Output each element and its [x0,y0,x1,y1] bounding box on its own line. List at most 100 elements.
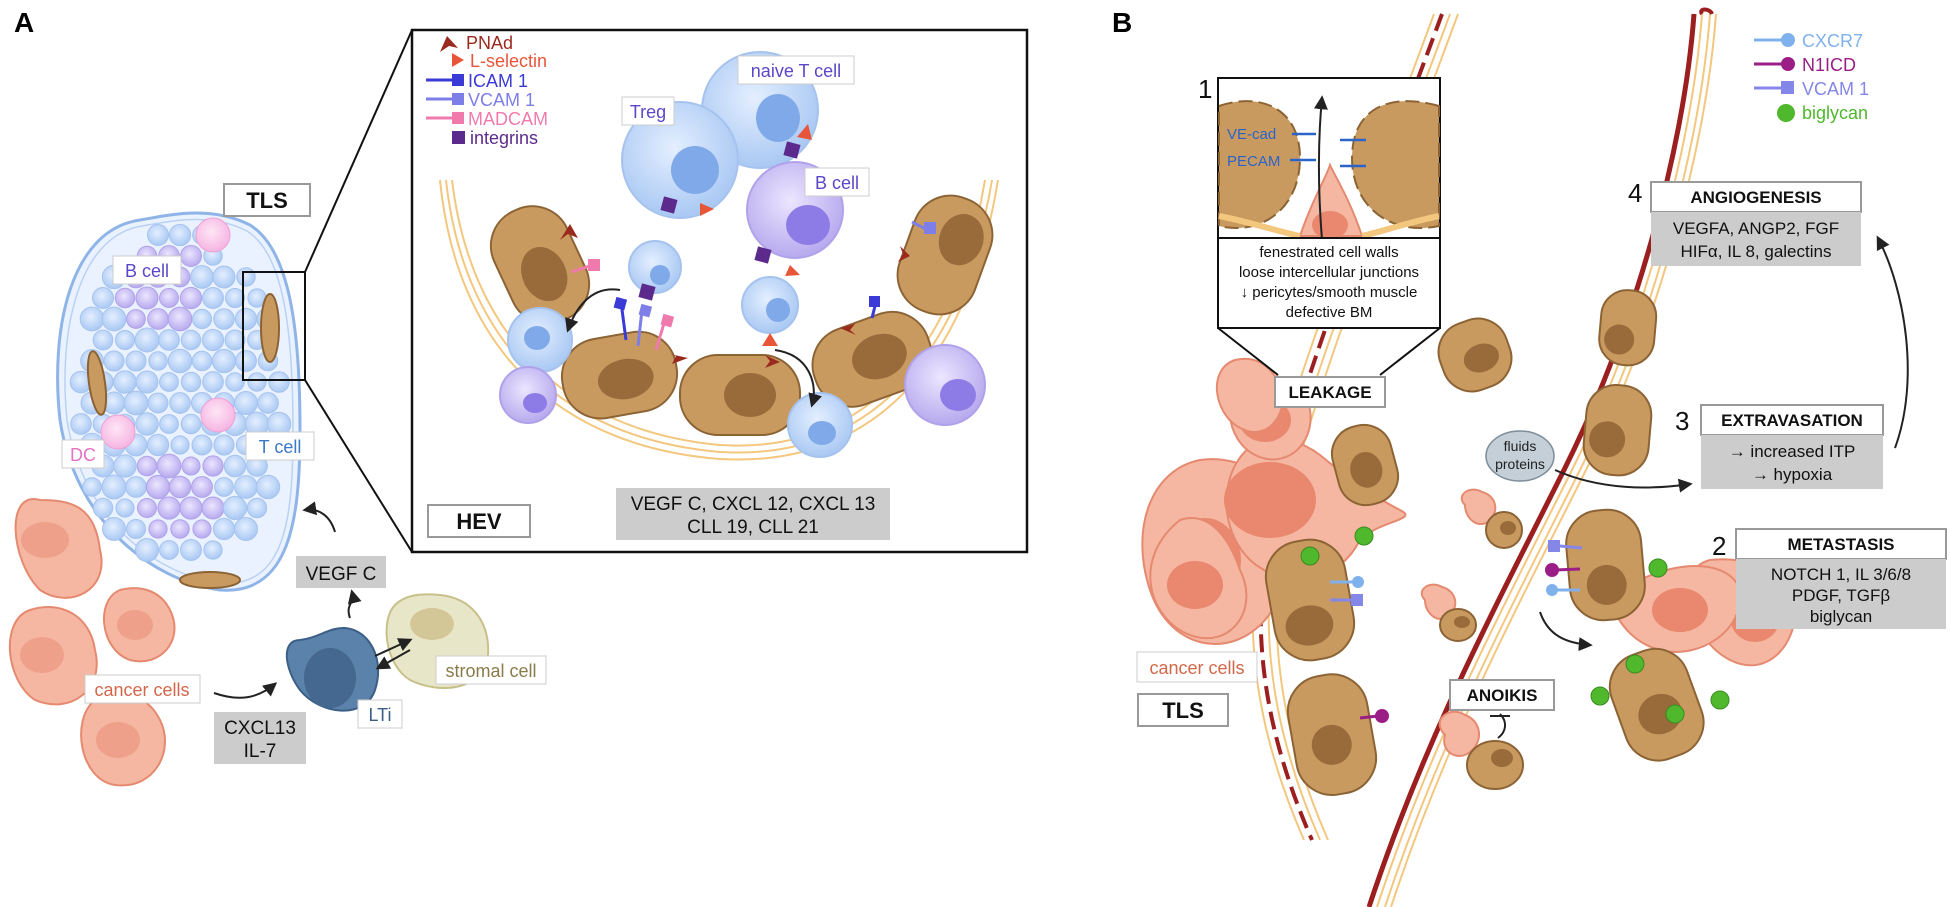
dc-label: DC [70,445,96,465]
step2-number: 2 [1712,531,1726,561]
step3-number: 3 [1675,406,1689,436]
tls-label-box-b [1137,693,1229,727]
tls-label-box [223,183,311,217]
t-cell [234,475,258,499]
b-cell [136,455,158,477]
leak-line: fenestrated cell walls [1259,244,1398,261]
legend-a-icam1: ICAM 1 [468,71,528,91]
leak-line: ↓ pericytes/smooth muscle [1241,284,1418,301]
t-cell [191,350,213,372]
t-cell [180,371,202,393]
t-cell [159,414,179,434]
t-cell [234,517,258,541]
t-cell [268,371,290,393]
t-cell [92,287,114,309]
t-cell [255,474,281,500]
t-cell [115,498,135,518]
b-cell [159,288,179,308]
t-cell [236,267,256,287]
b-cell [126,309,146,329]
vegf-c-label: VEGF C [306,564,377,585]
t-cell [134,537,160,563]
t-cell [135,370,159,394]
cxcl13-box [214,712,306,764]
b-cell [192,519,212,539]
panel-b-endothelial-cells [1264,289,1705,796]
angiogenesis-factors-box [1651,212,1861,266]
angiogenesis-line1: VEGFA, ANGP2, FGF [1673,219,1839,238]
t-cell [203,540,223,560]
t-cell [167,348,193,374]
dendritic-cell [200,397,236,433]
t-cell [102,517,126,541]
legend-a-pnad: PNAd [466,33,513,53]
inset-b-cell-label-box [804,167,870,197]
lti-label-box [357,699,403,729]
t-cell [213,434,235,456]
stromal-label: stromal cell [445,661,536,681]
cxcl13-label: CXCL13 [224,718,296,739]
stromal-label-box [435,655,547,685]
zoom-line-bottom [304,379,413,553]
t-cell [246,497,268,519]
lti-label: LTi [368,705,391,725]
il7-label: IL-7 [244,741,277,762]
n1icd-icon [1781,57,1795,71]
t-cell [247,372,267,392]
t-cell [214,477,234,497]
leak-callout-lines [1217,327,1441,376]
anoikis-label-box [1449,679,1555,711]
lti-nucleus [304,648,356,708]
extravasation-line2: → hypoxia [1752,465,1833,484]
tls-hev-cell [179,571,241,589]
leakage-label-box [1274,376,1386,408]
t-cell [103,350,125,372]
t-cell [180,413,202,435]
t-cell [113,370,137,394]
t-cell [134,327,160,353]
t-cell [224,329,246,351]
t-cell [235,350,257,372]
anoikis-label: ANOIKIS [1467,686,1538,705]
ve-cad-label: VE-cad [1227,126,1276,143]
t-cell [70,413,92,435]
biglycan-icon [1777,104,1795,122]
leak-line: loose intercellular junctions [1239,264,1419,281]
b-cell [148,519,168,539]
t-cell [213,308,235,330]
zoom-box [242,271,306,381]
b-cell [179,496,203,520]
metastasis-title: METASTASIS [1787,535,1894,554]
t-cell [223,454,247,478]
b-cell [147,308,169,330]
hev-factors-line2: CLL 19, CLL 21 [687,517,819,538]
t-cell [212,265,236,289]
dendritic-cell [195,217,231,253]
tls-label: TLS [246,188,288,213]
tls-label-b: TLS [1162,698,1204,723]
icam1-icon [452,74,464,86]
arrow-fluids-extravasation [1554,469,1693,493]
t-cell [257,392,279,414]
metastasis-factors-box [1736,559,1946,629]
b-cell [145,474,171,500]
junction-detail-art [1218,79,1440,241]
leak-text-box [1217,237,1441,329]
b-cell [181,456,201,476]
naive-t-label-box [737,55,855,85]
b-cell-label-box [112,255,182,285]
extravasation-title: EXTRAVASATION [1721,411,1863,430]
treg-label: Treg [630,102,666,122]
legend-a-integrins: integrins [470,128,538,148]
stromal-nucleus [410,608,454,640]
hev-label-box [427,504,531,538]
t-cell [191,434,213,456]
t-cell [180,329,202,351]
t-cell [79,306,105,332]
pecam-label: PECAM [1227,153,1280,170]
panel-a-legend: PNAd L-selectin ICAM 1 VCAM 1 MADCAM int… [426,33,548,148]
arrow-to-tls [302,501,336,533]
leak-line: defective BM [1286,304,1373,321]
t-cell [222,495,248,521]
